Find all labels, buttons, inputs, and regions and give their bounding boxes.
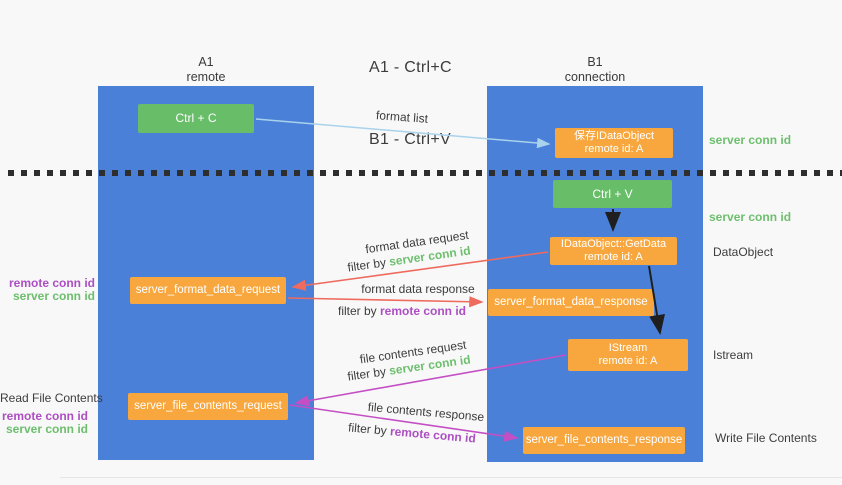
node-file-response-label: server_file_contents_response	[525, 434, 683, 446]
node-save-idataobject-line2: remote id: A	[584, 143, 644, 155]
node-getdata-line2: remote id: A	[584, 251, 643, 263]
label-conn-ids-file: remote conn id server conn id	[0, 410, 88, 436]
filter-prefix-1: filter by	[346, 254, 391, 275]
node-istream-line2: remote id: A	[598, 355, 658, 367]
bottom-edge-line	[60, 477, 842, 478]
label-istream: Istream	[713, 348, 754, 362]
title-line-2: B1 - Ctrl+V	[369, 131, 451, 148]
node-idataobject-getdata: IDataObject::GetData remote id: A	[550, 237, 677, 265]
node-save-idataobject-line1: 保存IDataObject	[573, 130, 655, 142]
label-dataobject: DataObject	[713, 245, 774, 259]
label-remote-conn-id-2: remote conn id	[1, 409, 88, 423]
node-server-file-contents-request: server_file_contents_request	[128, 393, 288, 420]
column-a1-role: remote	[186, 70, 226, 84]
node-save-idataobject: 保存IDataObject remote id: A	[555, 128, 673, 158]
label-server-conn-id-2: server conn id	[5, 422, 88, 436]
node-ctrl-c: Ctrl + C	[138, 104, 254, 133]
node-ctrl-c-label: Ctrl + C	[175, 111, 217, 125]
arrow-format-data-response	[287, 296, 484, 308]
node-format-response-label: server_format_data_response	[494, 296, 648, 308]
filter-prefix-3: filter by	[346, 363, 391, 384]
column-b1-role: connection	[564, 70, 626, 84]
label-server-conn-id-1: server conn id	[12, 289, 95, 303]
filter-key-remote-conn-id-4: remote conn id	[389, 424, 477, 446]
label-read-file-contents: Read File Contents	[0, 391, 103, 405]
filter-key-remote-conn-id-2: remote conn id	[380, 304, 467, 318]
node-ctrl-v: Ctrl + V	[553, 180, 672, 208]
filter-prefix-4: filter by	[347, 420, 391, 439]
node-getdata-line1: IDataObject::GetData	[560, 238, 667, 250]
arrow-label-file-contents-response: file contents response	[367, 399, 485, 425]
node-file-request-label: server_file_contents_request	[134, 400, 282, 412]
arrow-label-format-data-response: format data response	[361, 282, 475, 296]
node-format-request-label: server_format_data_request	[135, 284, 281, 296]
label-remote-conn-id-1: remote conn id	[8, 276, 95, 290]
label-server-conn-id-mid: server conn id	[709, 210, 792, 224]
node-server-format-data-response: server_format_data_response	[488, 289, 654, 316]
arrow-filter-file-contents-response: filter by remote conn id	[348, 420, 477, 445]
node-ctrl-v-label: Ctrl + V	[592, 186, 633, 201]
node-istream-line1: IStream	[608, 342, 648, 354]
label-server-conn-id-top: server conn id	[709, 133, 792, 147]
column-header-b1: B1 connection	[487, 55, 703, 85]
phase-separator-dotted-line	[8, 170, 842, 176]
column-header-a1: A1 remote	[98, 55, 314, 85]
column-a1-name: A1	[198, 55, 214, 69]
node-server-file-contents-response: server_file_contents_response	[523, 427, 685, 454]
title-line-1: A1 - Ctrl+C	[369, 59, 452, 76]
label-conn-ids-format: remote conn id server conn id	[0, 277, 95, 303]
label-write-file-contents: Write File Contents	[715, 431, 817, 445]
column-b1-name: B1	[587, 55, 603, 69]
arrow-filter-format-data-response: filter by remote conn id	[338, 304, 466, 318]
node-server-format-data-request: server_format_data_request	[130, 277, 286, 304]
filter-prefix-2: filter by	[337, 304, 380, 318]
node-istream: IStream remote id: A	[568, 339, 688, 371]
